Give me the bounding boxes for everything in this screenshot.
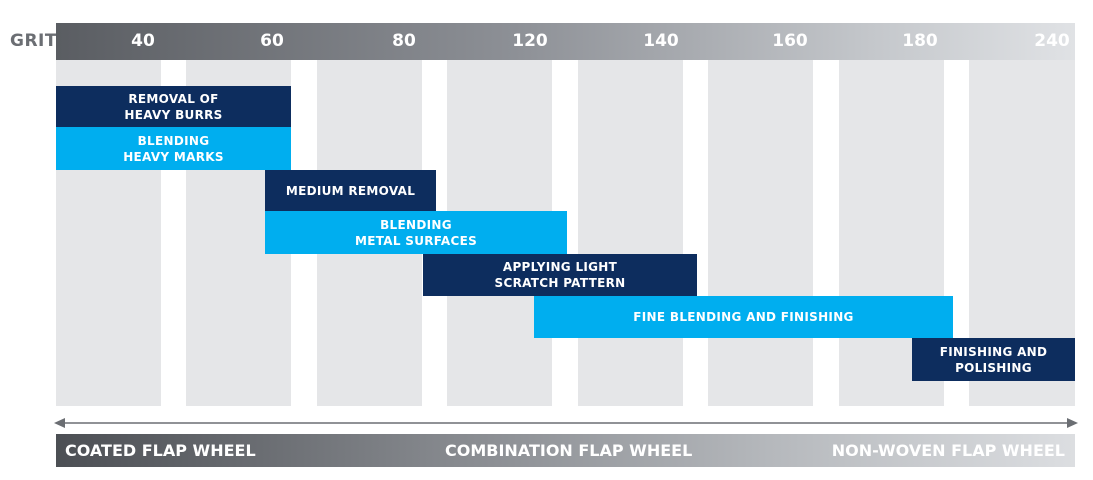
grit-value-180: 180 (902, 31, 938, 51)
grit-column (708, 60, 813, 406)
grit-value-160: 160 (772, 31, 808, 51)
grit-value-140: 140 (643, 31, 679, 51)
application-bar-blending-heavy-marks: BLENDING HEAVY MARKS (56, 127, 291, 170)
application-bar-blending-metal-surfaces: BLENDING METAL SURFACES (265, 211, 567, 254)
application-bar-medium-removal: MEDIUM REMOVAL (265, 170, 436, 211)
application-bar-finishing-polishing: FINISHING AND POLISHING (912, 338, 1075, 381)
grit-value-240: 240 (1034, 31, 1070, 51)
application-bar-light-scratch-pattern: APPLYING LIGHT SCRATCH PATTERN (423, 254, 697, 296)
grit-header-band (56, 23, 1075, 60)
grit-value-120: 120 (512, 31, 548, 51)
grit-column (578, 60, 683, 406)
double-arrow-icon (54, 418, 1078, 428)
application-bar-label: FINE BLENDING AND FINISHING (633, 310, 854, 324)
grit-value-40: 40 (131, 31, 155, 51)
wheel-type-band (56, 434, 1075, 467)
grit-label: GRIT (10, 31, 57, 51)
grit-value-80: 80 (392, 31, 416, 51)
application-bar-label: BLENDING METAL SURFACES (354, 217, 478, 248)
grit-value-60: 60 (260, 31, 284, 51)
application-bar-fine-blending-finishing: FINE BLENDING AND FINISHING (534, 296, 953, 338)
application-bar-label: MEDIUM REMOVAL (285, 183, 416, 198)
wheel-label-combination: COMBINATION FLAP WHEEL (445, 441, 693, 460)
application-bar-label: FINISHING AND POLISHING (939, 344, 1048, 375)
application-bar-label: BLENDING HEAVY MARKS (123, 133, 224, 164)
application-bar-label: REMOVAL OF HEAVY BURRS (124, 91, 223, 122)
wheel-label-non-woven: NON-WOVEN FLAP WHEEL (831, 441, 1065, 460)
application-bar-label: APPLYING LIGHT SCRATCH PATTERN (494, 260, 626, 290)
application-bar-removal-heavy-burrs: REMOVAL OF HEAVY BURRS (56, 86, 291, 127)
wheel-label-coated: COATED FLAP WHEEL (65, 441, 256, 460)
